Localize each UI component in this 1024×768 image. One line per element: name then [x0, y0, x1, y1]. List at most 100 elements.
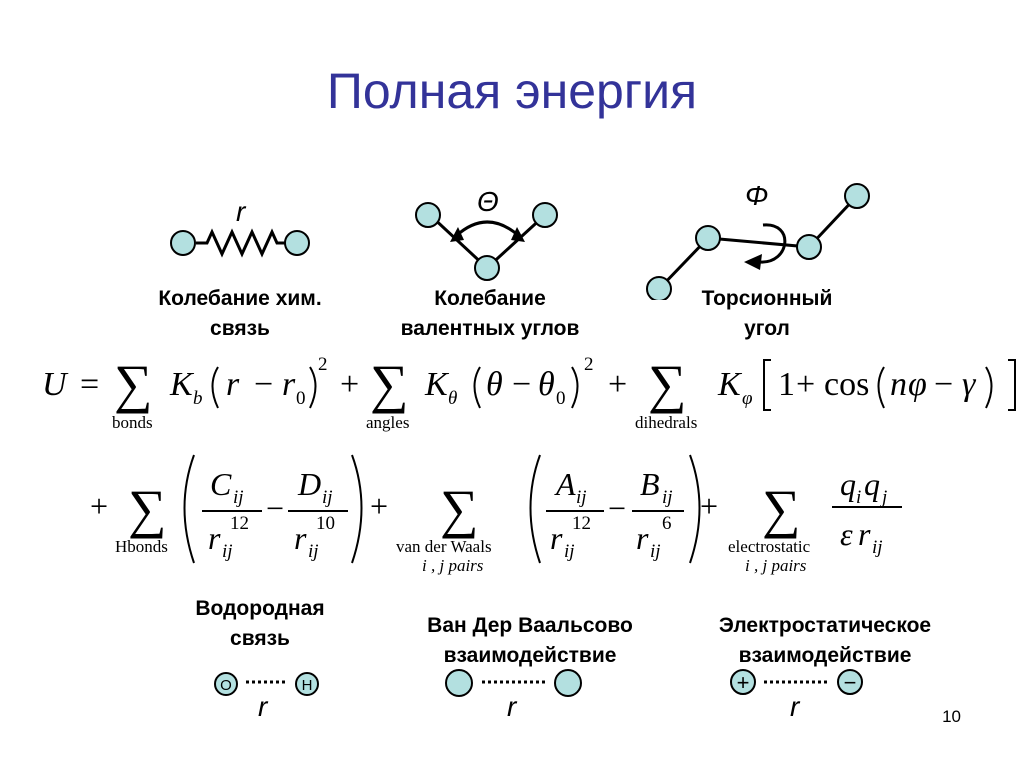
svg-text:0: 0 [556, 388, 566, 409]
svg-text:+: + [370, 488, 388, 524]
svg-text:D: D [297, 466, 321, 502]
svg-text:−: − [934, 366, 953, 403]
atom-icon [646, 276, 672, 300]
svg-text:12: 12 [230, 513, 249, 534]
symbol-phi: Φ [745, 180, 768, 211]
svg-text:r: r [858, 516, 871, 552]
plus-charge-icon [730, 669, 756, 695]
equation-line-2: + ∑ Hbonds C ij r 12 ij − D ij r 10 ij +… [90, 454, 902, 575]
symbol-theta: Θ [477, 186, 499, 217]
atom-icon [415, 202, 441, 228]
svg-text:ij: ij [233, 487, 244, 508]
svg-text:i: i [856, 487, 861, 508]
symbol-r: r [236, 196, 247, 227]
svg-text:Hbonds: Hbonds [115, 537, 168, 556]
svg-text:ε: ε [840, 516, 853, 552]
svg-text:=: = [80, 366, 99, 403]
svg-text:∑: ∑ [370, 354, 409, 414]
svg-text:θ: θ [538, 366, 555, 403]
svg-text:b: b [193, 388, 203, 409]
svg-text:ij: ij [222, 541, 233, 562]
atom-icon [532, 202, 558, 228]
svg-text:∑: ∑ [440, 479, 479, 539]
page-title: Полная энергия [326, 63, 698, 119]
svg-text:+: + [700, 488, 718, 524]
svg-text:+: + [737, 670, 750, 695]
svg-text:A: A [554, 466, 576, 502]
svg-text:j: j [879, 487, 887, 508]
svg-text:∑: ∑ [762, 479, 801, 539]
svg-text:r: r [226, 366, 240, 403]
svg-text:−: − [266, 490, 284, 526]
bottom-diagrams: O H r r + − r [214, 669, 863, 722]
atom-icon [554, 669, 582, 697]
top-diagrams: r Θ Φ [170, 180, 870, 300]
svg-text:B: B [640, 466, 660, 502]
svg-text:K: K [424, 366, 450, 403]
svg-text:van der Waals: van der Waals [396, 537, 492, 556]
atom-icon [170, 230, 196, 256]
svg-text:1: 1 [778, 366, 795, 403]
svg-text:i , j pairs: i , j pairs [422, 556, 484, 575]
svg-text:ij: ij [564, 541, 575, 562]
bond-stretch-diagram: r [170, 196, 310, 258]
atom-icon [796, 234, 822, 260]
svg-text:ij: ij [576, 487, 587, 508]
svg-text:r: r [294, 520, 307, 556]
atom-icon [284, 230, 310, 256]
svg-text:θ: θ [486, 366, 503, 403]
svg-text:−: − [608, 490, 626, 526]
vdw-diagram: r [445, 669, 582, 722]
svg-text:+: + [90, 488, 108, 524]
svg-text:2: 2 [584, 354, 594, 375]
electrostatic-diagram: + − r [730, 669, 863, 722]
label-bond-stretch: Колебание хим.связь [158, 287, 322, 340]
hbond-diagram: O H r [214, 672, 319, 722]
svg-text:r: r [550, 520, 563, 556]
hydrogen-atom-icon [295, 672, 319, 696]
svg-text:bonds: bonds [112, 413, 153, 432]
atom-icon [844, 183, 870, 209]
svg-text:q: q [840, 466, 856, 502]
svg-text:+: + [340, 366, 359, 403]
svg-text:cos: cos [824, 366, 869, 403]
svg-text:i , j pairs: i , j pairs [745, 556, 807, 575]
svg-text:H: H [302, 677, 313, 694]
svg-text:ij: ij [662, 487, 673, 508]
svg-text:γ: γ [962, 366, 977, 403]
svg-text:∑: ∑ [648, 354, 687, 414]
svg-text:10: 10 [316, 513, 335, 534]
svg-text:θ: θ [448, 388, 457, 409]
atom-icon [445, 669, 473, 697]
svg-text:∑: ∑ [114, 354, 153, 414]
svg-text:−: − [254, 366, 273, 403]
svg-text:+: + [796, 366, 815, 403]
angle-bend-diagram: Θ [415, 186, 558, 281]
svg-text:ij: ij [872, 537, 883, 558]
equation-line-1: U = ∑ bonds K b r − r 0 2 + ∑ angles K θ… [42, 354, 1016, 432]
svg-text:U: U [42, 366, 69, 403]
svg-text:r: r [790, 691, 801, 722]
minus-charge-icon [837, 669, 863, 695]
svg-text:C: C [210, 466, 232, 502]
svg-text:ij: ij [322, 487, 333, 508]
svg-text:ij: ij [650, 541, 661, 562]
svg-text:r: r [636, 520, 649, 556]
svg-text:r: r [507, 691, 518, 722]
oxygen-atom-icon [214, 672, 238, 696]
svg-text:+: + [608, 366, 627, 403]
svg-text:r: r [282, 366, 296, 403]
svg-text:6: 6 [662, 513, 672, 534]
svg-text:−: − [512, 366, 531, 403]
svg-text:2: 2 [318, 354, 328, 375]
atom-icon [695, 225, 721, 251]
torsion-diagram: Φ [646, 180, 870, 300]
page-number: 10 [942, 707, 961, 726]
svg-text:φ: φ [742, 388, 753, 409]
svg-text:electrostatic: electrostatic [728, 537, 811, 556]
